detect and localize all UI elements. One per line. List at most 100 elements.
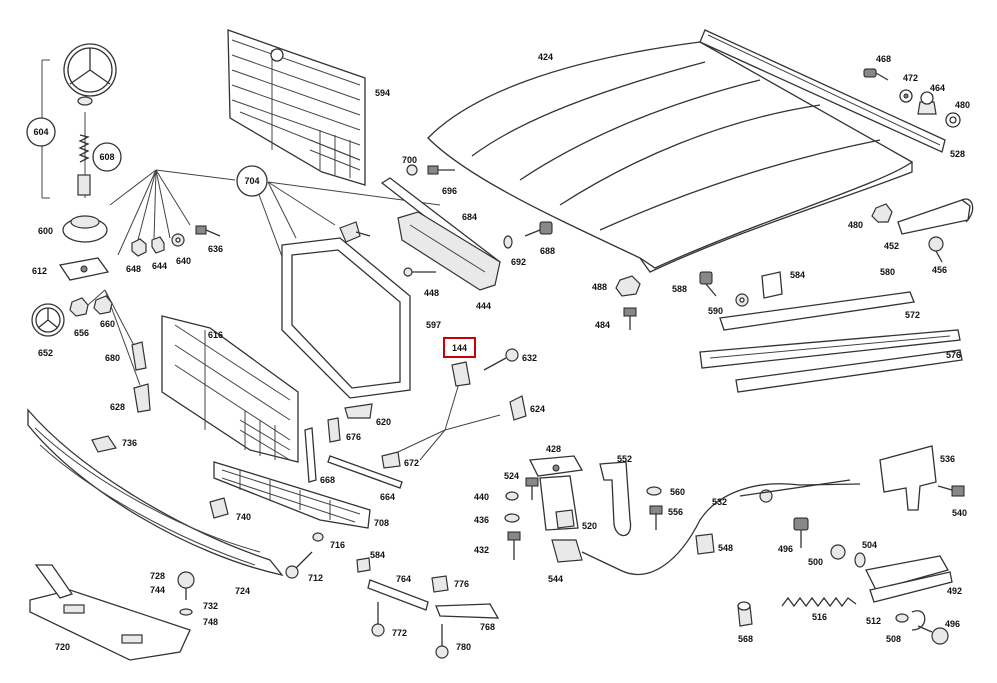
label-472: 472 (903, 73, 918, 83)
label-580: 580 (880, 267, 895, 277)
label-452: 452 (884, 241, 899, 251)
label-424: 424 (538, 52, 553, 62)
release-544 (551, 483, 861, 576)
clip-464 (917, 91, 937, 115)
base-600 (62, 215, 108, 243)
label-680: 680 (105, 353, 120, 363)
screw-636 (195, 225, 221, 237)
label-444: 444 (476, 301, 491, 311)
label-560: 560 (670, 487, 685, 497)
clip-672 (381, 451, 401, 469)
nut-488 (615, 275, 641, 297)
bracket-624 (509, 395, 527, 421)
label-720: 720 (55, 642, 70, 652)
label-764: 764 (396, 574, 411, 584)
label-628: 628 (110, 402, 125, 412)
washer-472 (899, 89, 913, 103)
label-512: 512 (866, 616, 881, 626)
emblem-652 (31, 303, 65, 337)
label-594: 594 (375, 88, 390, 98)
label-776: 776 (454, 579, 469, 589)
grille-lattice-616 (161, 315, 299, 463)
label-716: 716 (330, 540, 345, 550)
washer-436 (504, 513, 520, 523)
bushing-568 (737, 601, 753, 627)
label-544: 544 (548, 574, 563, 584)
label-480-right: 480 (848, 220, 863, 230)
bracket-684 (397, 211, 501, 291)
label-584-lower: 584 (370, 550, 385, 560)
label-468: 468 (876, 54, 891, 64)
bracket-520 (555, 509, 575, 529)
washer-560 (646, 486, 662, 496)
bushing-504 (854, 552, 866, 568)
clip-732 (179, 608, 193, 616)
underbody-panel-720 (29, 564, 191, 661)
label-520: 520 (582, 521, 597, 531)
screw-696 (406, 164, 455, 176)
handle-536 (879, 445, 937, 511)
leader-lines (87, 169, 501, 461)
label-432: 432 (474, 545, 489, 555)
washer-590 (735, 293, 749, 307)
clip-680 (131, 341, 147, 371)
washer-440 (505, 491, 519, 501)
label-740: 740 (236, 512, 251, 522)
highlighted-part-144[interactable]: 144 (443, 337, 476, 358)
washer-640 (171, 233, 185, 247)
hood-lock-428 (528, 455, 584, 531)
label-480-top: 480 (955, 100, 970, 110)
screw-772 (371, 602, 385, 637)
label-660: 660 (100, 319, 115, 329)
bracket-768 (435, 603, 500, 619)
label-464: 464 (930, 83, 945, 93)
label-768: 768 (480, 622, 495, 632)
hinge-arm-452 (897, 198, 974, 235)
label-744: 744 (150, 585, 165, 595)
highlight-box (443, 337, 476, 358)
washer-512 (895, 613, 909, 623)
label-600: 600 (38, 226, 53, 236)
hinge-492 (865, 555, 953, 603)
bolt-456 (928, 236, 944, 263)
clip-144 (451, 361, 471, 387)
label-668: 668 (320, 475, 335, 485)
label-692: 692 (511, 257, 526, 267)
clip-776 (431, 575, 449, 593)
screw-448 (403, 267, 436, 277)
label-620: 620 (376, 417, 391, 427)
screw-712 (285, 551, 313, 579)
screw-524 (525, 477, 539, 500)
screw-780 (435, 624, 449, 659)
strip-664 (327, 455, 403, 489)
label-508: 508 (886, 634, 901, 644)
label-576: 576 (946, 350, 961, 360)
bolt-496-upper (793, 517, 809, 548)
bolt-496-lower (917, 625, 949, 645)
nut-480-right (871, 203, 893, 223)
strip-764 (367, 579, 429, 611)
label-524: 524 (504, 471, 519, 481)
label-748: 748 (203, 617, 218, 627)
screw-nut-704 (339, 221, 371, 243)
plate-612 (58, 257, 110, 281)
label-604: 604 (33, 127, 48, 137)
label-664: 664 (380, 492, 395, 502)
label-488: 488 (592, 282, 607, 292)
label-656: 656 (74, 328, 89, 338)
clip-548 (695, 533, 715, 555)
clip-740 (209, 497, 229, 519)
bolt-432 (507, 531, 521, 560)
label-640: 640 (176, 256, 191, 266)
label-584-upper: 584 (790, 270, 805, 280)
label-556: 556 (668, 507, 683, 517)
label-536: 536 (940, 454, 955, 464)
label-588: 588 (672, 284, 687, 294)
hood-panel (427, 41, 914, 273)
strip-580 (719, 291, 915, 331)
strip-576 (735, 349, 963, 393)
label-636: 636 (208, 244, 223, 254)
part-labels: 424 468 472 464 480 528 594 600 612 652 … (32, 52, 970, 652)
